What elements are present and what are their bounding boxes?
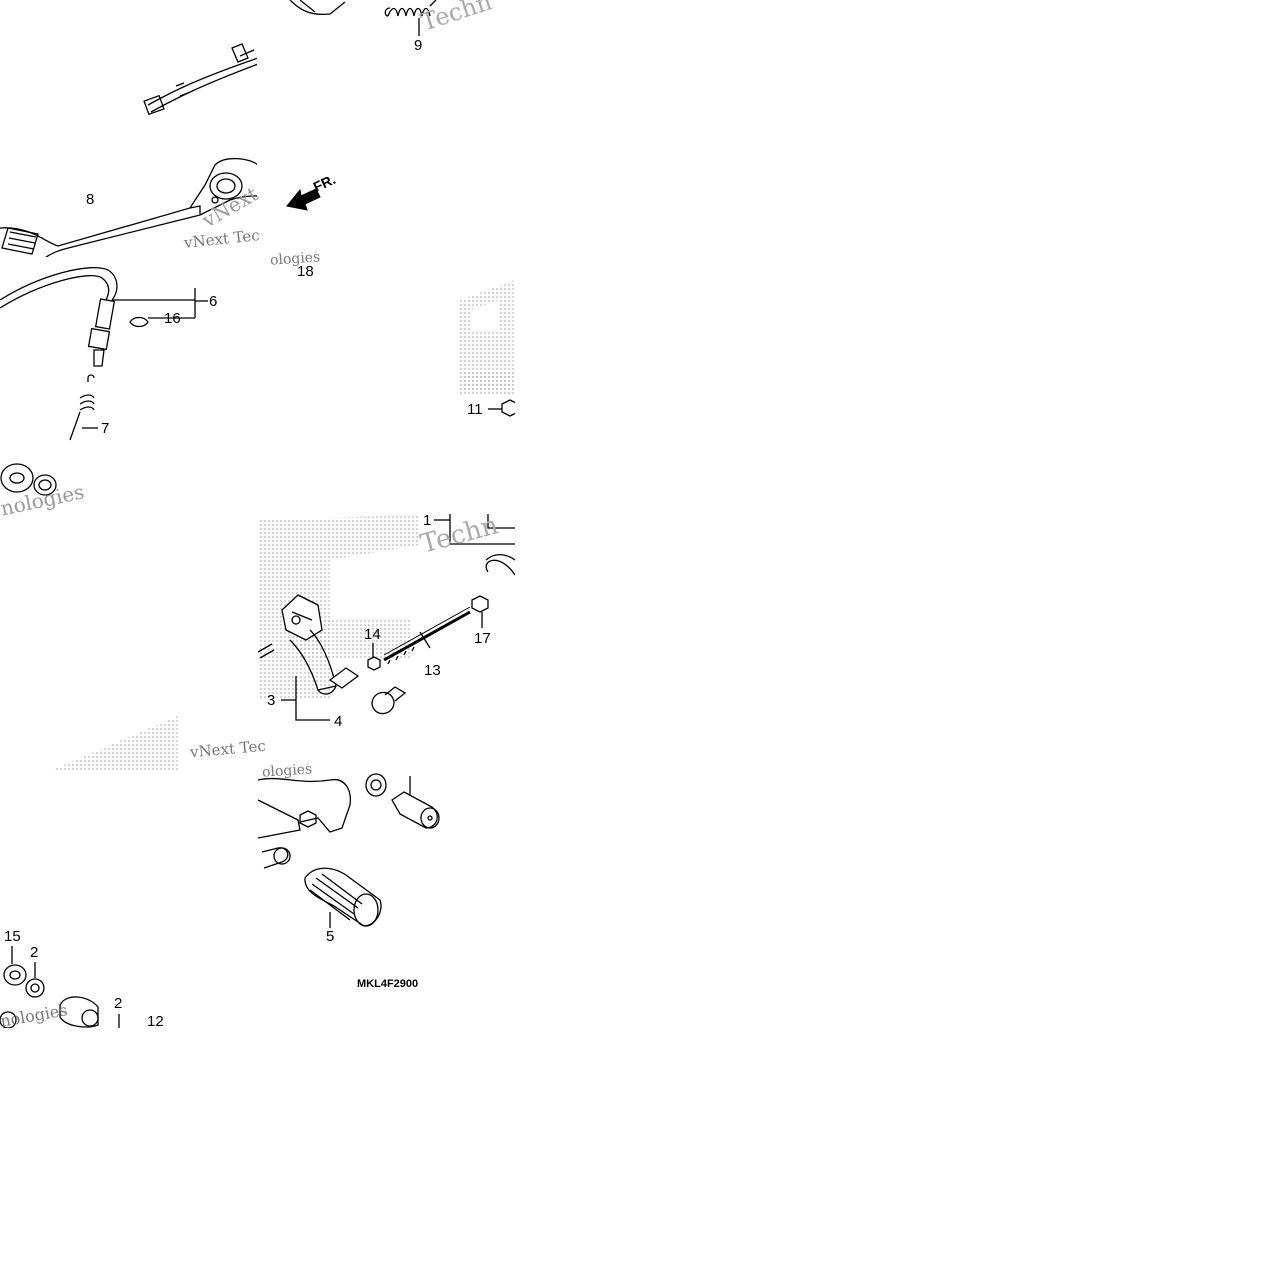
nut-11-drawing (488, 399, 515, 417)
callout-9: 9 (414, 37, 423, 54)
watermark-text: ologies (261, 761, 313, 781)
callout-5: 5 (326, 928, 335, 945)
callout-15: 15 (4, 928, 21, 945)
callout-11: 11 (467, 401, 483, 418)
callout-14: 14 (364, 626, 381, 643)
callout-18: 18 (297, 263, 314, 280)
callout-16: 16 (164, 310, 181, 327)
callout-4: 4 (334, 713, 343, 730)
callout-12: 12 (147, 1013, 164, 1030)
brake-arm-drawing (257, 514, 515, 721)
footrest-drawing (257, 773, 440, 928)
drawing-code: MKL4F2900 (357, 978, 419, 990)
callout-1: 1 (423, 512, 432, 529)
callout-7: 7 (101, 420, 110, 437)
logo-hatch-left (50, 715, 180, 771)
callout-3: 3 (267, 692, 276, 709)
logo-hatch-right (460, 280, 515, 395)
front-direction-arrow (286, 188, 321, 211)
spring-drawing (289, 0, 437, 36)
brake-pedal-drawing (0, 157, 257, 257)
callout-13: 13 (424, 662, 441, 679)
switch-harness-drawing (143, 43, 257, 116)
callout-6: 6 (209, 293, 218, 310)
washers-drawing (0, 946, 120, 1028)
callout-2: 2 (30, 944, 39, 961)
callout-8: 8 (86, 191, 95, 208)
callout-2: 2 (114, 995, 123, 1012)
brake-rod-drawing (0, 267, 208, 496)
logo-hatch-center (258, 515, 420, 700)
callout-17: 17 (474, 630, 491, 647)
